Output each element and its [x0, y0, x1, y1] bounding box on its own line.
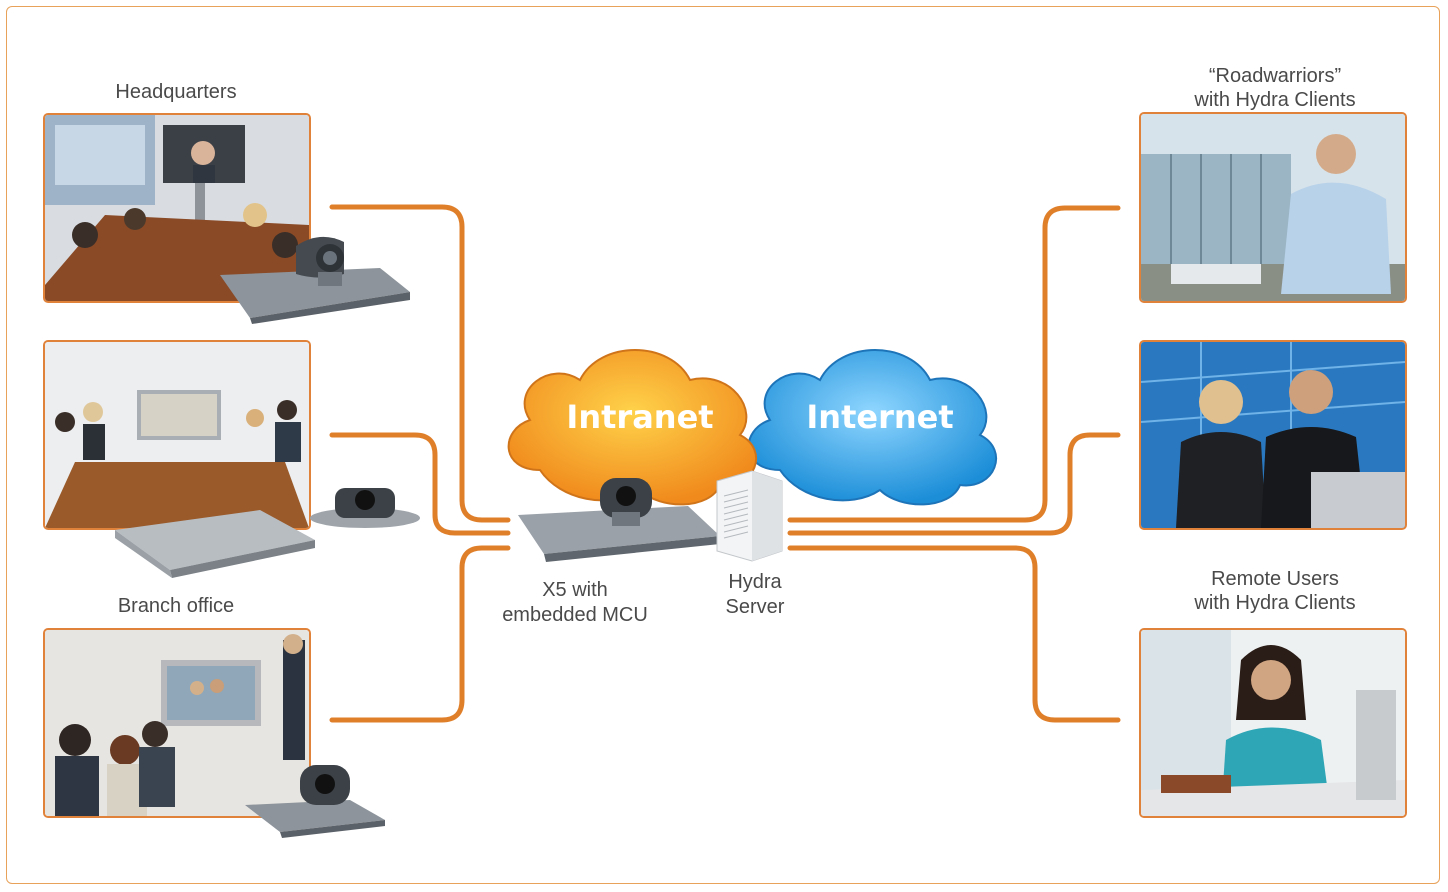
- link-roadwarriors: [787, 205, 1121, 523]
- meeting-room-photo: [43, 340, 311, 530]
- x5-mcu-label: X5 with embedded MCU: [470, 578, 680, 628]
- x5-codec-device-headquarters: [220, 236, 410, 324]
- remote-users-label-line2: with Hydra Clients: [1194, 592, 1356, 614]
- remote-users-label: Remote Users with Hydra Clients: [1140, 567, 1410, 615]
- x5-mcu-label-line1: X5 with: [542, 579, 608, 601]
- business-team-photo: [1139, 340, 1407, 530]
- network-clouds: Intranet Internet: [507, 349, 998, 506]
- x5-mcu-label-line2: embedded MCU: [502, 604, 648, 626]
- link-remote-users: [787, 545, 1121, 723]
- internet-label: Internet: [806, 398, 953, 436]
- headquarters-photo: [43, 113, 311, 303]
- roadwarriors-label-line2: with Hydra Clients: [1194, 89, 1356, 111]
- roadwarriors-label-line1: “Roadwarriors”: [1208, 65, 1342, 87]
- remote-users-label-line1: Remote Users: [1211, 568, 1339, 590]
- link-branch-office: [329, 545, 511, 723]
- link-middle-left: [329, 432, 511, 536]
- codec-device-middle: [115, 510, 315, 578]
- diagram-frame: [6, 6, 1440, 884]
- remote-user-photo: [1139, 628, 1407, 818]
- roadwarrior-photo: [1139, 112, 1407, 303]
- roadwarriors-label: “Roadwarriors” with Hydra Clients: [1140, 64, 1410, 112]
- hydra-server-label: Hydra Server: [700, 570, 810, 620]
- link-headquarters: [329, 204, 511, 523]
- headquarters-label: Headquarters: [115, 81, 237, 103]
- intranet-label: Intranet: [566, 398, 713, 436]
- hydra-server-icon: [716, 470, 783, 562]
- ptz-camera-middle: [310, 488, 420, 528]
- x5-codec-device-branch: [245, 765, 385, 838]
- link-middle-right: [787, 432, 1121, 536]
- branch-office-label: Branch office: [117, 595, 235, 617]
- x5-mcu-device: [518, 478, 720, 562]
- internet-cloud: [747, 349, 998, 506]
- hydra-server-label-line1: Hydra: [728, 571, 782, 593]
- hydra-server-label-line2: Server: [725, 596, 785, 618]
- branch-office-photo: [43, 628, 311, 818]
